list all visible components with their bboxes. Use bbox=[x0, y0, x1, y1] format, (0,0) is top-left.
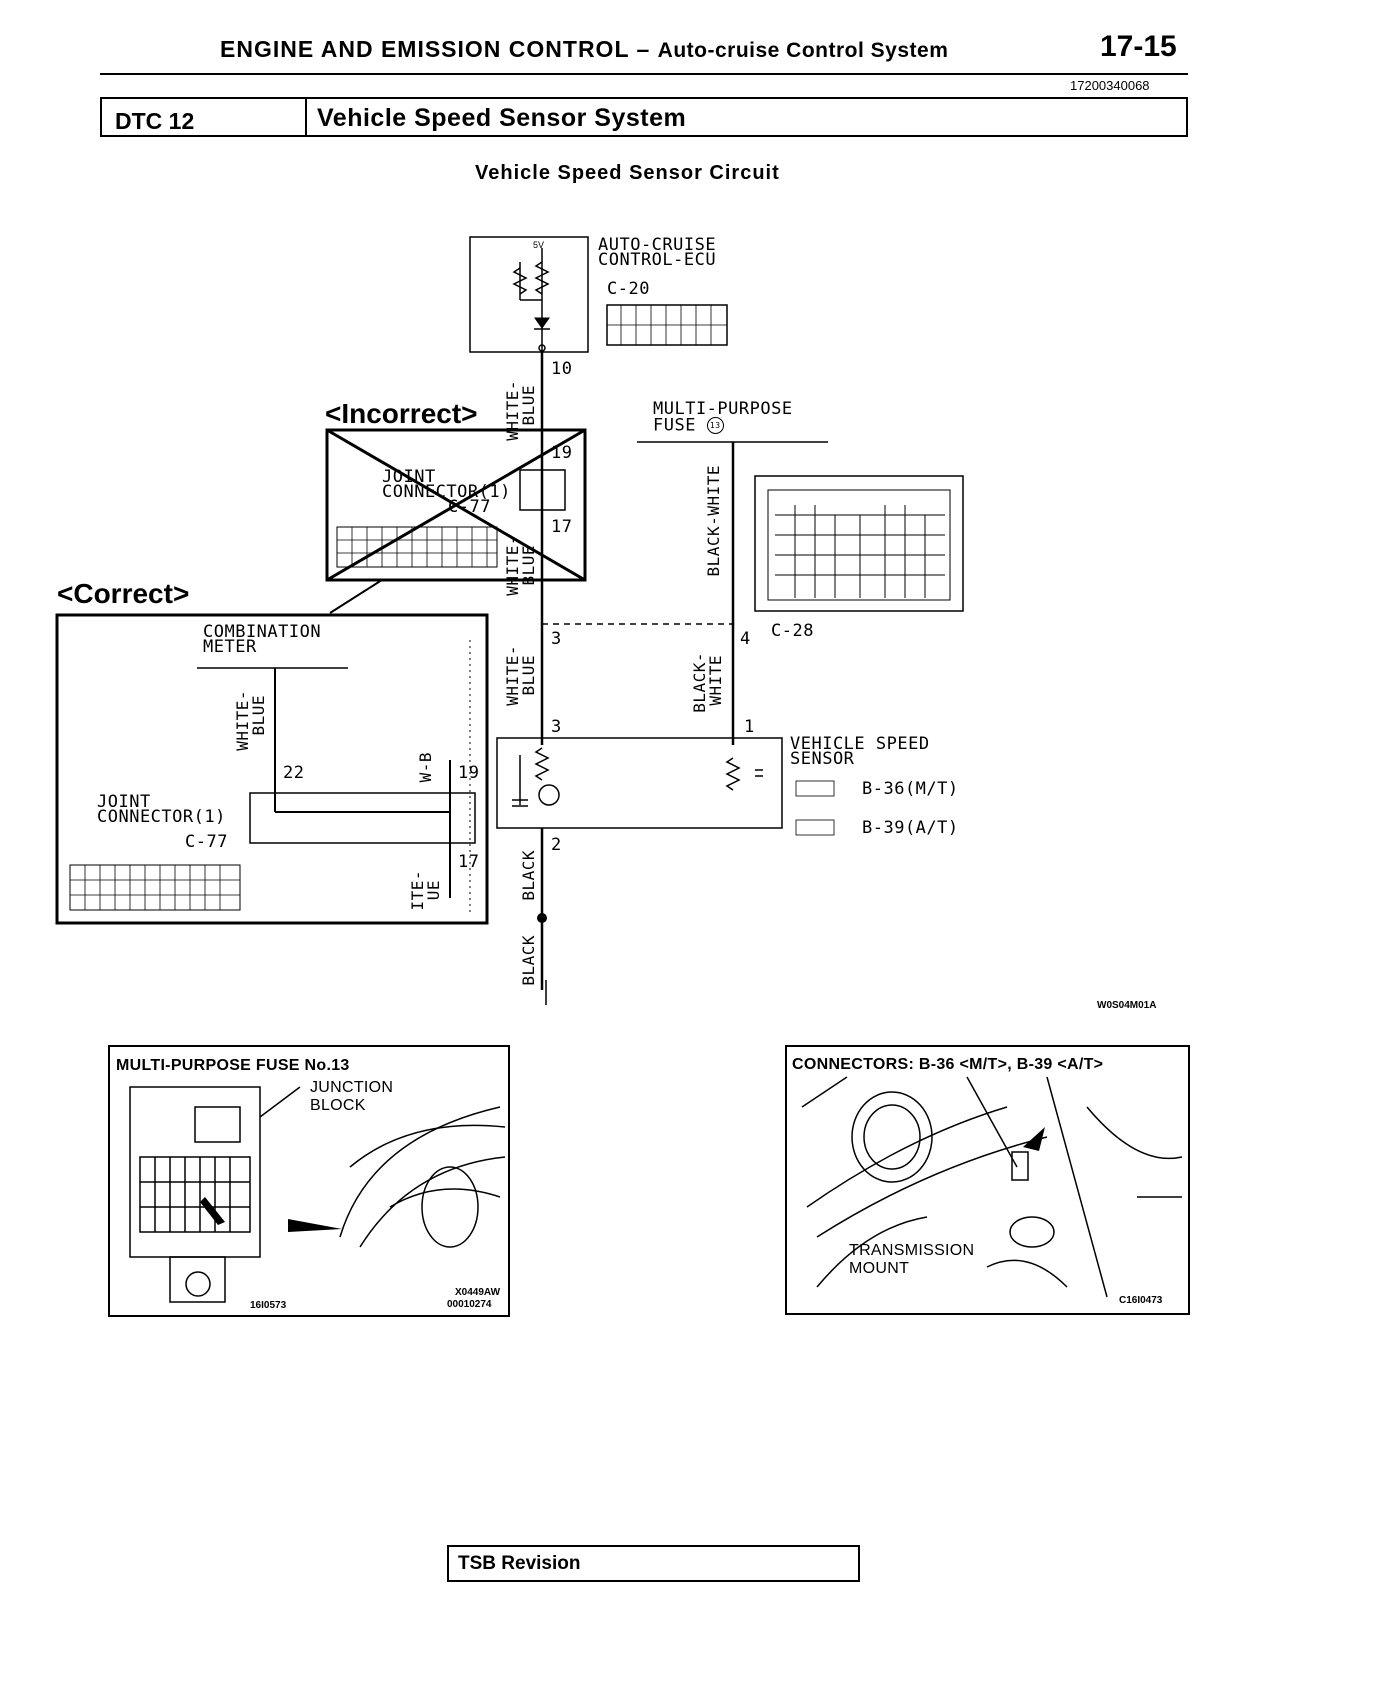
header-separator: – bbox=[636, 36, 651, 62]
correct-wire-wb: W-B bbox=[416, 752, 435, 783]
combination-meter-line2: METER bbox=[203, 637, 257, 657]
combination-meter-line1: COMBINATION bbox=[203, 622, 322, 642]
wire-label-white-blue-2b: BLUE bbox=[519, 545, 538, 586]
section-title: ENGINE AND EMISSION CONTROL bbox=[220, 36, 630, 62]
connector-location-figure: CONNECTORS: B-36 <M/T>, B-39 <A/T> TRANS… bbox=[785, 1045, 1190, 1315]
fuse-figure-code3: 00010274 bbox=[447, 1299, 492, 1310]
tsb-revision-box bbox=[447, 1545, 860, 1582]
wire-label-black-white-2b: WHITE bbox=[706, 655, 725, 706]
junction-block-line2: BLOCK bbox=[310, 1097, 366, 1114]
dtc-title: Vehicle Speed Sensor System bbox=[317, 104, 687, 132]
pin-10: 10 bbox=[551, 359, 573, 379]
connector-figure-title: CONNECTORS: B-36 <M/T>, B-39 <A/T> bbox=[792, 1056, 1104, 1073]
subsection-title: Auto-cruise Control System bbox=[657, 39, 949, 62]
junction-block-line1: JUNCTION bbox=[310, 1079, 394, 1096]
page-number: 17-15 bbox=[1100, 30, 1177, 63]
dtc-divider bbox=[305, 97, 307, 137]
fuse-block-illustration bbox=[129, 1086, 506, 1303]
wire-label-white-blue-1b: BLUE bbox=[519, 385, 538, 426]
dtc-code: DTC 12 bbox=[115, 108, 195, 134]
vss-box bbox=[496, 737, 783, 829]
fuse-figure-code2: X0449AW bbox=[455, 1287, 501, 1298]
document-id: 17200340068 bbox=[1070, 78, 1150, 93]
incorrect-joint-connector: C-77 bbox=[448, 497, 491, 517]
incorrect-joint-line2: CONNECTOR(1) bbox=[382, 482, 511, 502]
pin-19-incorrect: 19 bbox=[551, 443, 573, 463]
correct-tag: <Correct> bbox=[57, 578, 190, 609]
transmission-mount-line2: MOUNT bbox=[849, 1260, 910, 1277]
vss-label-line2: SENSOR bbox=[790, 749, 855, 769]
vss-label-line1: VEHICLE SPEED bbox=[790, 734, 930, 754]
ecu-voltage: 5V bbox=[533, 240, 545, 250]
header-rule bbox=[100, 73, 1188, 75]
incorrect-tag: <Incorrect> bbox=[325, 398, 478, 429]
pin-17-incorrect: 17 bbox=[551, 517, 573, 537]
ecu-connector-label: C-20 bbox=[607, 279, 650, 299]
section-header: ENGINE AND EMISSION CONTROL – Auto-cruis… bbox=[220, 36, 948, 63]
correct-joint-connector: C-77 bbox=[185, 832, 228, 852]
pin-1-vss: 1 bbox=[744, 717, 755, 737]
correct-wire-ue: UE bbox=[424, 880, 443, 901]
correct-box bbox=[55, 613, 489, 925]
fuse-number: 13 bbox=[706, 417, 724, 434]
fuse-location-figure: MULTI-PURPOSE FUSE No.13 JUNCTION BLOCK … bbox=[108, 1045, 510, 1317]
connector-figure-code: C16I0473 bbox=[1119, 1295, 1163, 1306]
wire-label-black-2: BLACK bbox=[519, 935, 538, 986]
circuit-title: Vehicle Speed Sensor Circuit bbox=[475, 162, 780, 184]
fuse-figure-code1: 16I0573 bbox=[250, 1300, 287, 1311]
vss-connector-at: B-39(A/T) bbox=[862, 818, 959, 838]
fuse-figure-title: MULTI-PURPOSE FUSE No.13 bbox=[116, 1057, 350, 1074]
pin-4-c28: 4 bbox=[740, 629, 751, 649]
correct-joint-line1: JOINT bbox=[97, 792, 151, 812]
wire-label-white-blue-3b: BLUE bbox=[519, 655, 538, 696]
dtc-title-box bbox=[100, 97, 1188, 137]
transmission-mount-line1: TRANSMISSION bbox=[849, 1242, 975, 1259]
incorrect-joint-line1: JOINT bbox=[382, 467, 436, 487]
c28-connector bbox=[754, 475, 964, 612]
pin-3-vss: 3 bbox=[551, 717, 562, 737]
correct-pin-17: 17 bbox=[458, 852, 480, 872]
ecu-name-line2: CONTROL-ECU bbox=[598, 250, 717, 270]
wire-label-black-white: BLACK-WHITE bbox=[704, 465, 723, 577]
pin-2-vss: 2 bbox=[551, 835, 562, 855]
ecu-name-line1: AUTO-CRUISE bbox=[598, 235, 717, 255]
pin-grid-lines bbox=[84, 305, 835, 910]
circuit-diagram bbox=[55, 236, 964, 1005]
vss-connector-mt: B-36(M/T) bbox=[862, 779, 959, 799]
fuse-label-line2: FUSE 13 bbox=[653, 417, 724, 434]
pin-3-c28: 3 bbox=[551, 629, 562, 649]
figure-code: W0S04M01A bbox=[1097, 1000, 1157, 1011]
c28-label: C-28 bbox=[771, 621, 814, 641]
correct-pin-22: 22 bbox=[283, 763, 305, 783]
incorrect-box bbox=[325, 428, 587, 582]
transmission-illustration bbox=[801, 1076, 1183, 1298]
tsb-revision-label: TSB Revision bbox=[458, 1553, 581, 1574]
correct-joint-line2: CONNECTOR(1) bbox=[97, 807, 226, 827]
correct-pin-19: 19 bbox=[458, 763, 480, 783]
wire-label-black-1: BLACK bbox=[519, 850, 538, 901]
correct-wire-white-blue-b: BLUE bbox=[249, 695, 268, 736]
fuse-label-line1: MULTI-PURPOSE bbox=[653, 399, 793, 419]
ecu-box bbox=[469, 236, 589, 353]
